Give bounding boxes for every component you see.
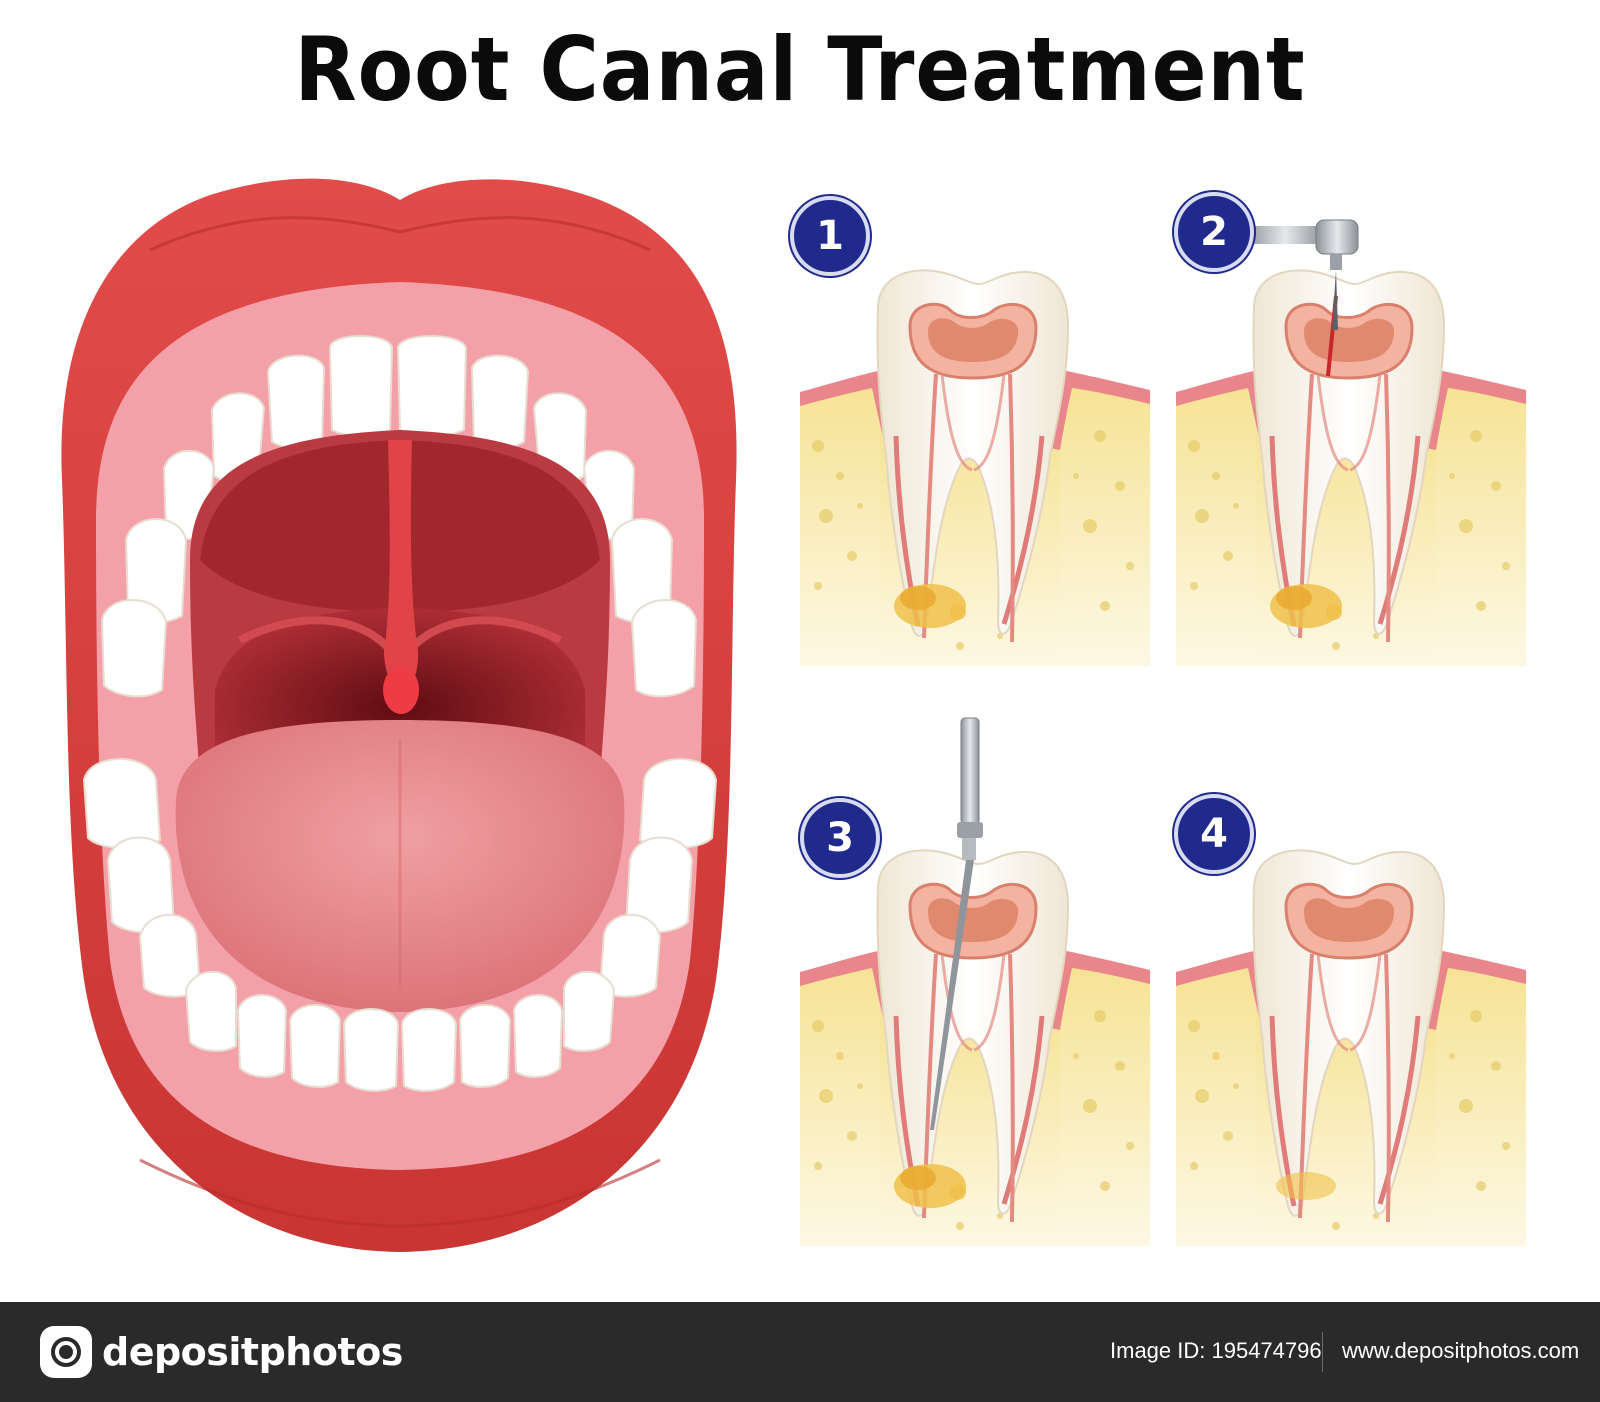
camera-logo-icon: [40, 1326, 92, 1378]
step-2-tooth: [1176, 270, 1526, 666]
step-badge-4: 4: [1174, 794, 1254, 874]
step-3-tooth: [800, 850, 1150, 1246]
lower-teeth: [82, 758, 718, 1092]
brand-name: depositphotos: [102, 1330, 403, 1374]
image-id: Image ID: 195474796: [1110, 1338, 1322, 1363]
step-1-tooth: [800, 270, 1150, 666]
watermark-footer: depositphotos Image ID: 195474796 www.de…: [0, 1302, 1600, 1402]
step-4-tooth: [1176, 850, 1526, 1246]
illustration: [61, 178, 1600, 1253]
step-badge-1: 1: [790, 196, 870, 276]
open-mouth: [61, 178, 737, 1253]
dental-drill: [1246, 219, 1359, 330]
step-badge-2: 2: [1174, 192, 1254, 272]
step-badge-3: 3: [800, 798, 880, 878]
brand: depositphotos: [40, 1326, 403, 1378]
page-title: Root Canal Treatment: [294, 18, 1306, 121]
root-canal-file: [930, 717, 983, 1130]
site-url: www.depositphotos.com: [1342, 1338, 1580, 1363]
footer-divider: [1322, 1332, 1323, 1372]
